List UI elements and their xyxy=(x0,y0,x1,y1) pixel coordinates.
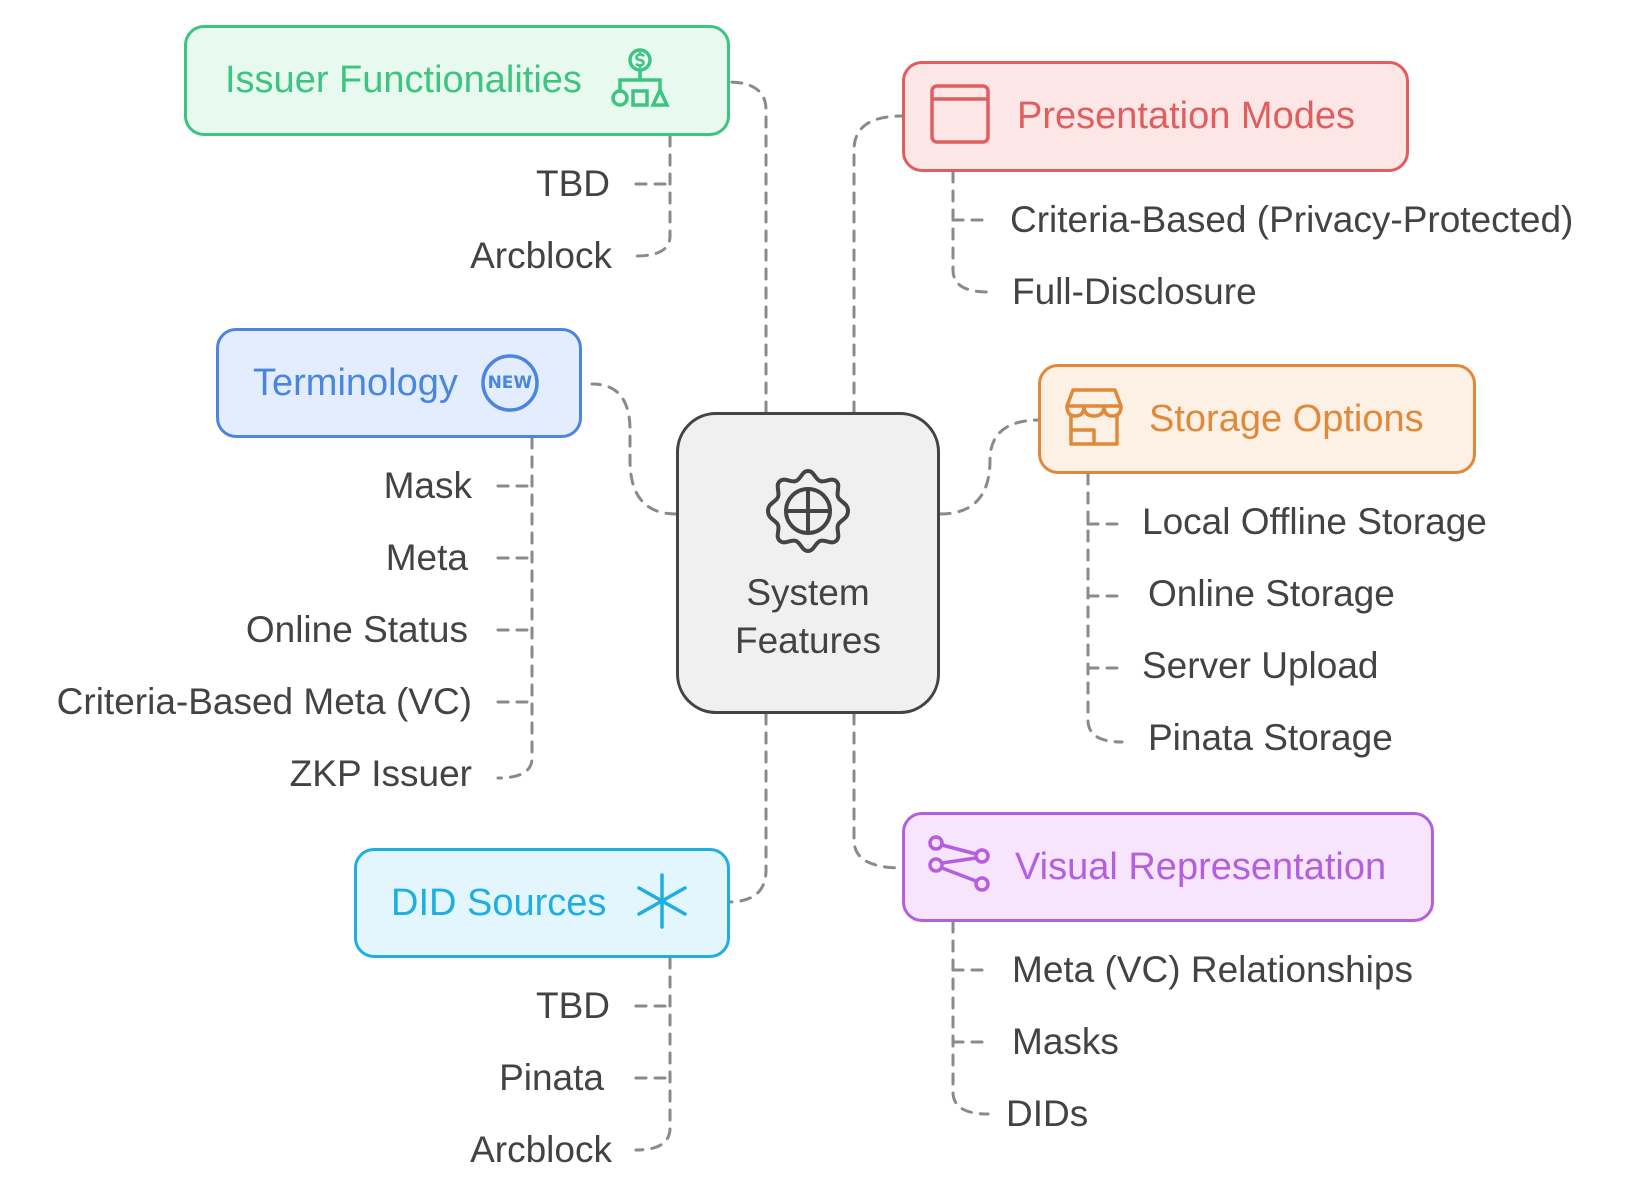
branch-did-sources[interactable]: DID Sources xyxy=(354,848,730,958)
connector-did-items xyxy=(634,956,672,1152)
new-badge-icon: NEW xyxy=(480,353,540,413)
connector-presentation-items xyxy=(951,170,990,294)
visual-item: Meta (VC) Relationships xyxy=(1012,949,1413,990)
branch-presentation-modes[interactable]: Presentation Modes xyxy=(902,61,1409,172)
terminology-item: Meta xyxy=(385,537,468,578)
connector-storage-items xyxy=(1086,472,1124,744)
did-item: TBD xyxy=(536,985,610,1026)
branch-issuer-functionalities[interactable]: Issuer Functionalities xyxy=(184,25,730,136)
did-item: Arcblock xyxy=(470,1129,612,1170)
branch-title: Visual Representation xyxy=(1015,845,1387,888)
storage-item: Online Storage xyxy=(1148,573,1395,614)
hierarchy-dollar-icon xyxy=(610,47,670,114)
storage-item: Pinata Storage xyxy=(1148,717,1393,758)
gear-crosshair-icon xyxy=(766,469,850,553)
presentation-item: Criteria-Based (Privacy-Protected) xyxy=(1010,199,1574,240)
terminology-item: Online Status xyxy=(245,609,468,650)
connector-terminology-items xyxy=(496,436,534,780)
visual-item: Masks xyxy=(1012,1021,1119,1062)
storage-item: Server Upload xyxy=(1142,645,1379,686)
terminology-item: ZKP Issuer xyxy=(289,753,472,794)
terminology-item: Mask xyxy=(383,465,472,506)
center-node-system-features[interactable]: System Features xyxy=(676,412,940,714)
connector-center-visual xyxy=(852,712,904,870)
presentation-item: Full-Disclosure xyxy=(1012,271,1257,312)
branch-title: DID Sources xyxy=(391,881,607,924)
connector-center-presentation xyxy=(852,114,904,414)
branch-title: Issuer Functionalities xyxy=(225,59,582,101)
visual-item: DIDs xyxy=(1006,1093,1089,1134)
connector-visual-items xyxy=(951,920,990,1116)
storefront-icon xyxy=(1063,386,1125,453)
branch-title: Terminology xyxy=(253,361,458,404)
connector-issuer-items xyxy=(634,134,672,258)
storage-item: Local Offline Storage xyxy=(1142,501,1487,542)
browser-window-icon xyxy=(929,83,991,150)
asterisk-icon xyxy=(634,872,690,934)
did-item: Pinata xyxy=(499,1057,604,1098)
branch-storage-options[interactable]: Storage Options xyxy=(1038,364,1476,474)
center-title: System Features xyxy=(735,569,881,665)
connector-center-terminology xyxy=(590,382,678,516)
branch-title: Presentation Modes xyxy=(1017,95,1355,137)
connector-center-storage xyxy=(938,418,1042,516)
connector-center-issuer xyxy=(726,80,768,414)
branch-title: Storage Options xyxy=(1149,397,1424,440)
new-badge-text: NEW xyxy=(487,373,533,393)
connector-center-did xyxy=(726,712,768,904)
share-nodes-icon xyxy=(927,834,991,901)
issuer-item: TBD xyxy=(536,163,610,204)
branch-visual-representation[interactable]: Visual Representation xyxy=(902,812,1434,922)
branch-terminology[interactable]: Terminology NEW xyxy=(216,328,582,438)
center-title-line1: System xyxy=(746,572,870,613)
center-title-line2: Features xyxy=(734,620,881,661)
terminology-item: Criteria-Based Meta (VC) xyxy=(56,681,472,722)
issuer-item: Arcblock xyxy=(470,235,612,276)
